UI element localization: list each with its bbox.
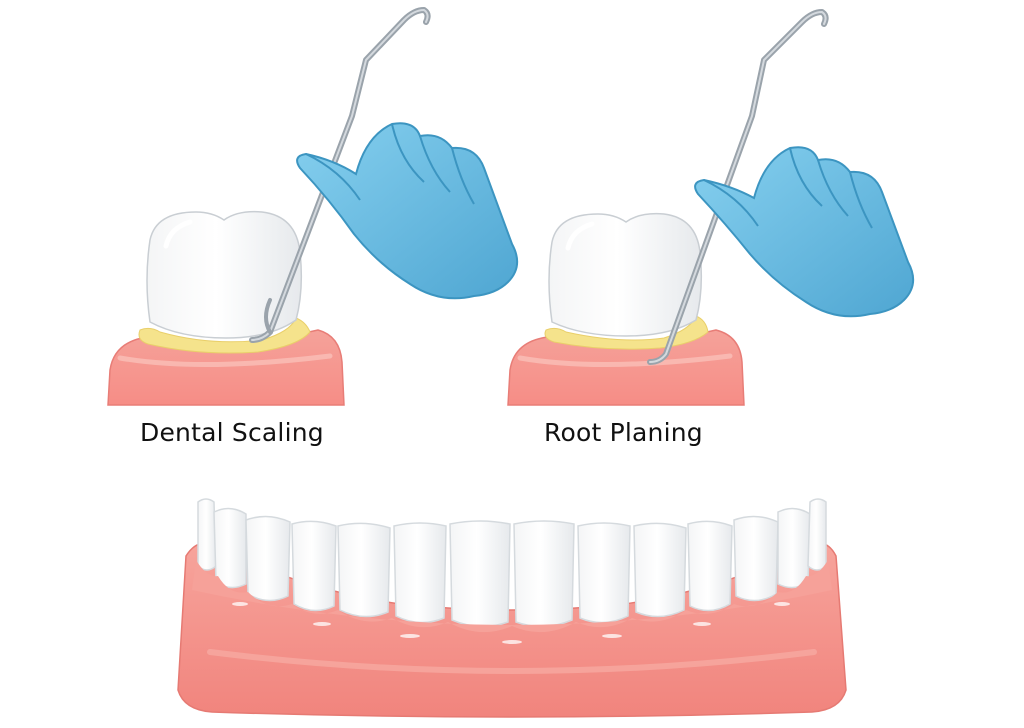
tooth-12 xyxy=(733,515,779,602)
tooth-9 xyxy=(577,522,631,624)
tooth-13 xyxy=(777,507,811,589)
label-root-planing: Root Planing xyxy=(544,418,703,447)
tooth-6 xyxy=(393,522,447,624)
gloved-hand-icon xyxy=(694,146,915,318)
tooth-14 xyxy=(807,498,827,571)
gum-highlight xyxy=(117,353,333,368)
label-dental-scaling: Dental Scaling xyxy=(140,418,324,447)
tooth-icon xyxy=(146,210,303,339)
plaque-deposit-icon xyxy=(138,317,311,354)
tooth-3 xyxy=(245,515,291,602)
tooth-7 xyxy=(449,520,511,628)
panel-dental-scaling xyxy=(107,7,519,406)
gum-highlight xyxy=(517,353,733,368)
tooth-2 xyxy=(213,507,247,589)
gloved-hand-icon xyxy=(296,122,519,300)
dental-scaler-icon xyxy=(647,9,829,365)
tooth-11 xyxy=(687,520,733,612)
plaque-deposit-icon xyxy=(544,315,709,350)
tooth-4 xyxy=(291,520,337,612)
panel-root-planing xyxy=(507,9,915,406)
tooth-8 xyxy=(513,520,575,628)
tooth-5 xyxy=(337,522,391,618)
tooth-1 xyxy=(197,498,217,571)
tooth-10 xyxy=(633,522,687,618)
dental-scaler-icon xyxy=(249,7,431,343)
lower-dental-arch-icon xyxy=(177,498,847,718)
tooth-icon xyxy=(548,212,703,337)
